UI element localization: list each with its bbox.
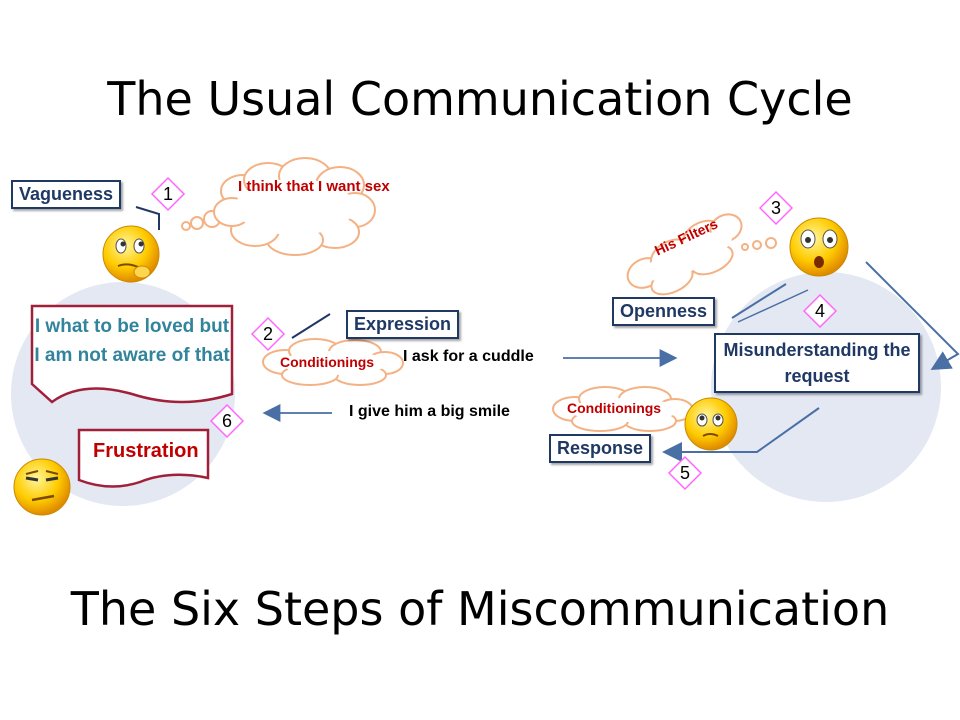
- page-title: The Usual Communication Cycle: [107, 72, 853, 126]
- filters-cloud-fill: [644, 231, 732, 281]
- filters-arrow: [865, 261, 960, 371]
- step-label-misunderstanding: Misunderstanding the request: [714, 333, 920, 393]
- inner-feeling-text: I what to be loved but I am not aware of…: [34, 316, 230, 366]
- thought-text: I think that I want sex: [238, 178, 390, 195]
- step-number-4: 4: [814, 301, 825, 321]
- request-text: I ask for a cuddle: [403, 348, 534, 365]
- step-1-diamond: [150, 176, 186, 212]
- page-subtitle: The Six Steps of Miscommunication: [70, 582, 890, 636]
- conditionings-right-text: Conditionings: [567, 400, 662, 416]
- thought-cloud-fill: [235, 179, 355, 235]
- thinking-face-icon: [102, 225, 160, 283]
- step-label-vagueness: Vagueness: [11, 180, 122, 209]
- step-number-3: 3: [770, 198, 781, 218]
- conditionings-cloud-left-fill: [280, 351, 388, 375]
- step-markers: [150, 176, 838, 491]
- annoyed-face-icon: [13, 458, 71, 516]
- step-3-diamond: [758, 190, 794, 226]
- sad-face-icon: [684, 397, 738, 451]
- step-4-diamond: [802, 293, 838, 329]
- conditionings-left-text: Conditionings: [280, 354, 375, 370]
- reply-text: I give him a big smile: [349, 403, 510, 420]
- frustration-box: [77, 428, 210, 488]
- expression-connector: [291, 313, 331, 339]
- step-number-5: 5: [679, 463, 690, 483]
- step-label-expression: Expression: [346, 310, 460, 339]
- inner-feeling-box: [30, 304, 234, 404]
- step-6-diamond: [209, 403, 245, 439]
- response-arrow: [662, 407, 820, 462]
- step-number-2: 2: [262, 324, 273, 344]
- vagueness-connector: [135, 206, 160, 230]
- surprised-face-icon: [789, 217, 849, 277]
- openness-connector-2: [737, 289, 809, 323]
- step-label-frustration: Frustration: [93, 440, 199, 462]
- step-number-6: 6: [221, 411, 232, 431]
- step-2-diamond: [250, 316, 286, 352]
- step-5-diamond: [667, 455, 703, 491]
- step-number-1: 1: [162, 184, 173, 204]
- step-label-openness: Openness: [612, 297, 716, 326]
- openness-connector: [731, 283, 787, 319]
- conditionings-cloud-right-fill: [570, 398, 678, 422]
- step-label-response: Response: [549, 434, 652, 463]
